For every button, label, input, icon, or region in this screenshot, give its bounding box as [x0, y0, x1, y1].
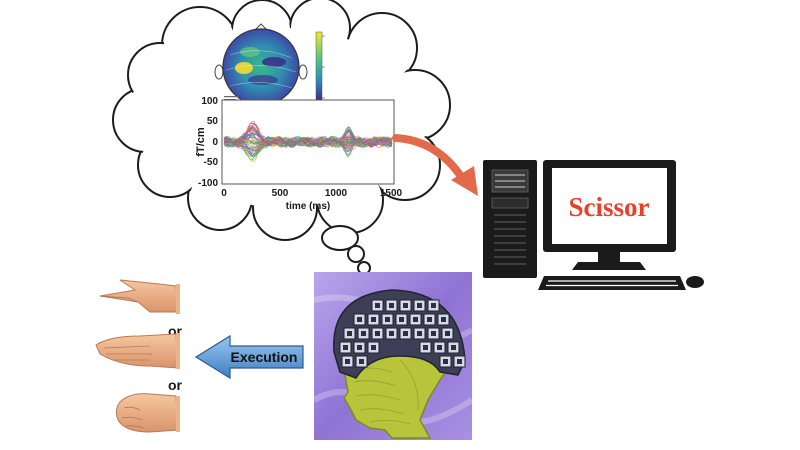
y-tick-0: 0: [212, 137, 218, 148]
gesture-scissor-hand: [99, 279, 180, 314]
thought-bubble-large: [321, 225, 359, 251]
flow-arrow: [392, 134, 478, 196]
keyboard: [538, 276, 686, 290]
y-tick-50: 50: [207, 116, 219, 127]
screen-text: Scissor: [569, 192, 650, 222]
computer-tower: [483, 160, 537, 278]
execution-arrow: Execution: [194, 334, 304, 380]
execution-label: Execution: [231, 349, 298, 365]
meg-head-image: [312, 272, 474, 440]
y-axis-label: fT/cm: [195, 127, 207, 157]
waveform-plot: 100 50 0 -50 -100 0 500 1000 1500 time (…: [195, 96, 403, 212]
y-tick-neg50: -50: [204, 157, 219, 168]
y-tick-neg100: -100: [198, 178, 218, 189]
computer-monitor: Scissor: [543, 160, 676, 270]
x-tick-1500: 1500: [380, 188, 403, 199]
gesture-rock-hand: [115, 393, 180, 433]
x-tick-0: 0: [221, 188, 227, 199]
colorbar: [315, 31, 323, 103]
mouse: [686, 276, 704, 288]
gesture-paper-hand: [95, 333, 180, 369]
waveform-traces: [223, 120, 393, 163]
monitor-screen: [552, 168, 667, 244]
or-connector-2: or: [168, 377, 183, 393]
y-tick-100: 100: [201, 96, 218, 107]
thought-bubble-medium: [347, 245, 365, 263]
meg-helmet: [333, 289, 466, 379]
x-tick-1000: 1000: [325, 188, 348, 199]
x-axis-label: time (ms): [286, 201, 330, 212]
x-tick-500: 500: [272, 188, 289, 199]
computer: Scissor: [483, 160, 704, 290]
